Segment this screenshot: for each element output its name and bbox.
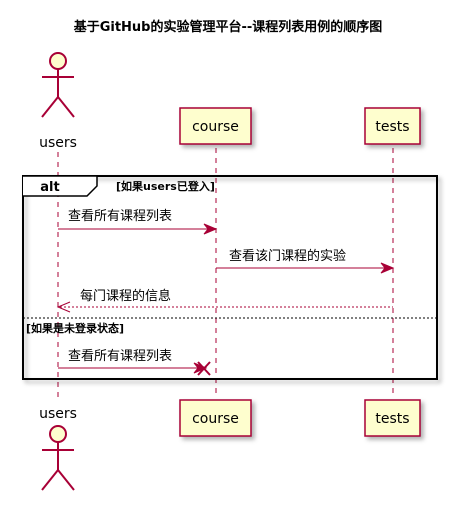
alt-operator-tab	[23, 175, 98, 197]
message-4: 查看所有课程列表	[58, 348, 211, 376]
arrowhead-icon	[380, 262, 395, 274]
message-3: 每门课程的信息	[56, 288, 393, 313]
participant-course-bottom: course	[179, 399, 252, 437]
arrowhead-icon	[203, 223, 218, 235]
actor-users-bottom: users	[39, 406, 77, 491]
alt-operator-label: alt	[40, 180, 59, 195]
actor-label-users-bottom: users	[39, 406, 77, 422]
message-2-label: 查看该门课程的实验	[229, 248, 346, 264]
alt-guard-1: [如果users已登入]	[116, 179, 215, 193]
actor-users-top: users	[39, 52, 77, 151]
participant-label-course-bottom: course	[192, 411, 239, 427]
participant-label-tests-bottom: tests	[375, 411, 409, 427]
arrowhead-icon	[193, 362, 208, 374]
destroy-x-icon	[197, 361, 211, 376]
participant-label-course: course	[192, 119, 239, 135]
message-1: 查看所有课程列表	[58, 208, 218, 235]
alt-fragment: alt [如果users已登入] [如果是未登录状态]	[22, 175, 438, 380]
message-4-label: 查看所有课程列表	[68, 348, 172, 364]
participant-course-top: course	[179, 107, 252, 145]
message-2: 查看该门课程的实验	[216, 248, 395, 274]
participant-tests-top: tests	[364, 107, 421, 145]
participant-label-tests: tests	[375, 119, 409, 135]
message-1-label: 查看所有课程列表	[68, 208, 172, 224]
open-arrowhead-icon	[56, 301, 71, 313]
actor-label-users: users	[39, 135, 77, 151]
stick-figure-icon	[41, 425, 75, 491]
diagram-title: 基于GitHub的实验管理平台--课程列表用例的顺序图	[73, 19, 383, 35]
participant-tests-bottom: tests	[364, 399, 421, 437]
message-3-label: 每门课程的信息	[80, 288, 171, 304]
alt-guard-2: [如果是未登录状态]	[26, 321, 124, 335]
stick-figure-icon	[41, 52, 75, 118]
